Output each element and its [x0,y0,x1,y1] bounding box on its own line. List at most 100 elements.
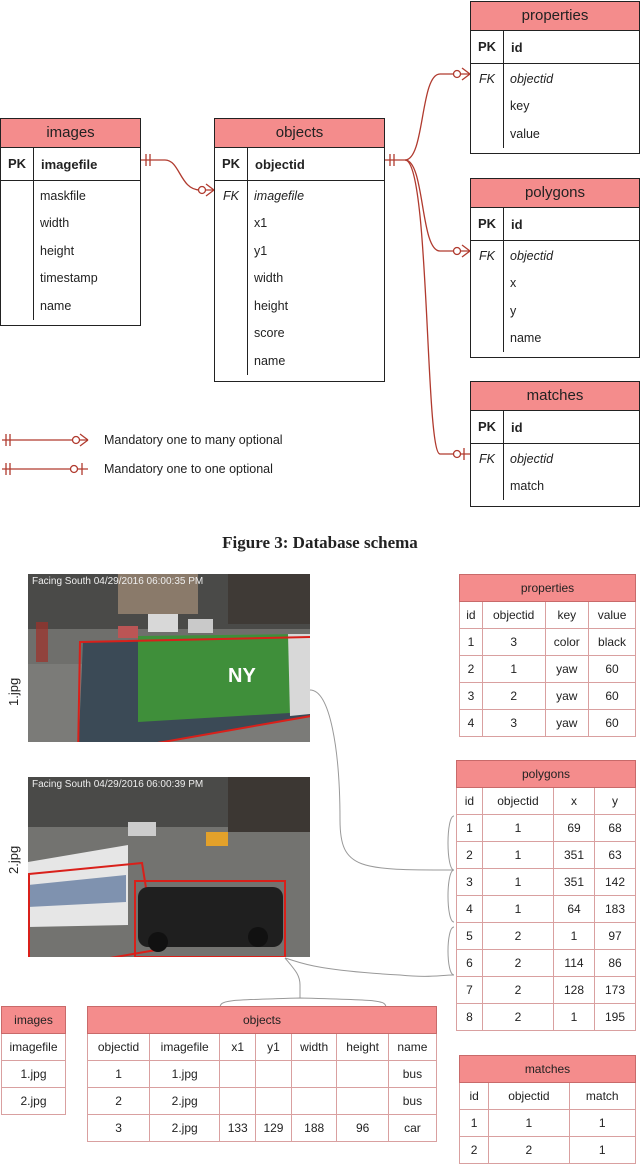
field-name: y [510,303,517,318]
table-cell: 2 [456,841,483,869]
table-cell: 188 [290,1114,338,1142]
car-bbox [134,880,286,957]
table-cell: 3 [456,868,483,896]
pk-label: PK [471,208,504,240]
legend-one-to-many: Mandatory one to many optional [104,433,283,447]
photo-1-timestamp: Facing South 04/29/2016 06:00:35 PM [32,576,204,587]
column-header: id [456,787,483,815]
table-cell: 3 [459,682,483,710]
table-cell [255,1087,292,1115]
table-cell: 2 [458,1136,490,1164]
pk-field: imagefile [41,156,98,172]
table-cell: 183 [593,895,637,923]
field-name: y1 [254,243,268,258]
field-name: height [254,298,289,313]
column-header: value [588,601,636,629]
field-key: FK [479,248,495,263]
field-name: objectid [510,248,554,263]
column-header: name [387,1033,438,1061]
table-cell: 2 [481,922,555,950]
table-cell: 1 [481,868,555,896]
table-cell: 142 [593,868,637,896]
table-cell: 128 [553,976,595,1004]
field-name: x [510,276,517,291]
table-cell: 351 [553,841,595,869]
erd-connectors [2,67,471,475]
field-name: score [254,326,285,341]
photo-1-label: 1.jpg [6,677,21,706]
field-key: FK [479,71,495,86]
table-cell: 129 [255,1114,292,1142]
table-cell: black [588,628,636,656]
column-header: objectid [481,601,546,629]
table-cell: 1 [488,1109,570,1137]
table-cell: 1 [481,895,555,923]
table-cell: 3 [86,1114,151,1142]
pk-field: id [511,216,523,232]
pk-field: id [511,39,523,55]
table-cell: yaw [544,682,590,710]
table-cell [219,1087,257,1115]
table-cell: 1 [86,1060,151,1088]
photo-2: Facing South 04/29/2016 06:00:39 PM [28,777,310,957]
pk-label: PK [215,148,248,180]
table-cell: 1 [481,655,546,683]
column-header: width [290,1033,338,1061]
column-header: objectid [488,1082,570,1110]
field-name: name [254,353,286,368]
street-scene-1: NY [28,574,310,742]
entity-title: properties [471,2,639,31]
field-name: key [510,99,530,114]
table-cell: 60 [588,655,636,683]
table-cell [290,1087,338,1115]
table-cell: 133 [219,1114,257,1142]
table-cell [255,1060,292,1088]
table-cell: bus [387,1060,438,1088]
legend-one-to-one: Mandatory one to one optional [104,462,273,476]
pk-label: PK [471,31,504,63]
table-cell: 64 [553,895,595,923]
column-header: y [593,787,637,815]
table-cell: 2 [459,655,483,683]
street-scene-2 [28,777,310,957]
column-header: x1 [219,1033,257,1061]
table-cell: 114 [553,949,595,977]
table-cell: 351 [553,868,595,896]
table-cell: 8 [456,1003,483,1031]
pk-field: objectid [255,156,305,172]
photo-2-label: 2.jpg [6,845,21,874]
table-cell: 1.jpg [1,1060,66,1088]
table-cell: 1 [456,814,483,842]
table-cell: yaw [544,655,590,683]
table-cell: 3 [481,628,546,656]
table-cell: 1 [553,922,595,950]
erd-polygons-entity: polygons PK id FK objectid x y name [470,178,640,358]
table-cell: bus [387,1087,438,1115]
table-cell: 60 [588,709,636,737]
field-name: imagefile [254,188,305,203]
bus-ad-text: NY [228,665,256,687]
table-cell: 1 [481,814,555,842]
entity-title: polygons [471,179,639,208]
field-name: name [510,331,542,346]
entity-title: objects [215,119,384,148]
table-cell: 2 [481,1003,555,1031]
table-cell: 68 [593,814,637,842]
column-header: id [458,1082,490,1110]
column-header: x [553,787,595,815]
table-cell: 1 [458,1109,490,1137]
table-cell: 2.jpg [1,1087,66,1115]
table-cell: 2.jpg [149,1114,221,1142]
